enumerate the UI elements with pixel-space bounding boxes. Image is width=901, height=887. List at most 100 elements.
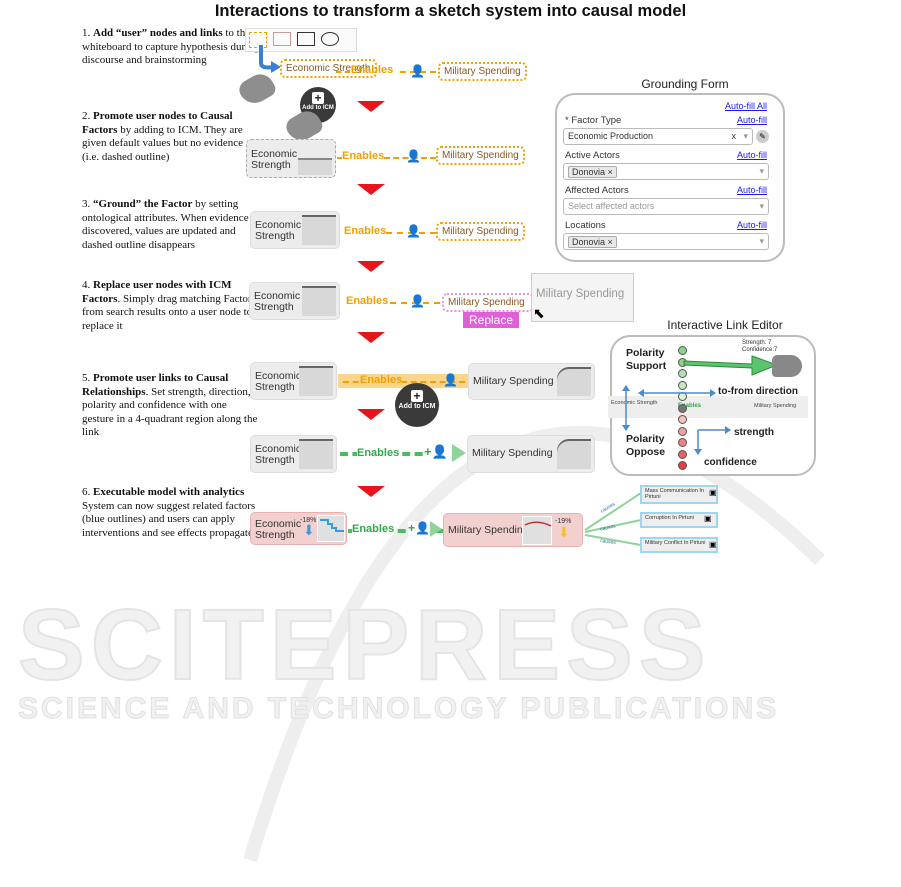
- person-icon: 👤: [406, 149, 421, 163]
- step-6: 6. Executable model with analytics Syste…: [82, 486, 256, 539]
- link-label: Enables: [357, 447, 400, 459]
- link-label: Enables: [351, 64, 394, 76]
- factor-node-economic[interactable]: Economic Strength: [250, 435, 337, 473]
- factor-node-economic-grounded[interactable]: Economic Strength: [250, 211, 340, 249]
- autofill-link[interactable]: Auto-fill: [736, 220, 767, 230]
- link-label: Enables: [342, 150, 385, 162]
- person-icon: 👤: [406, 224, 421, 238]
- add-ellipse-tool[interactable]: [321, 32, 339, 46]
- sparkline: [317, 515, 345, 542]
- factor-type-label: * Factor Type: [565, 115, 622, 126]
- user-node-military-drop-target[interactable]: Military Spending: [442, 293, 534, 312]
- polarity-dot[interactable]: [678, 449, 687, 459]
- link-editor-title: Interactive Link Editor: [667, 318, 783, 332]
- drag-cursor-icon: ⬉: [533, 305, 545, 321]
- polarity-dot[interactable]: [678, 346, 687, 355]
- polarity-dot[interactable]: [678, 369, 687, 378]
- trash-icon[interactable]: ▣: [704, 514, 712, 523]
- change-label: -19%: [555, 518, 572, 525]
- step-5: 5. Promote user links to Causal Relation…: [82, 372, 258, 439]
- plus-person-icon: +👤: [408, 521, 430, 535]
- suggested-links: [584, 492, 642, 546]
- add-to-icm-button[interactable]: +Add to ICM: [395, 383, 439, 427]
- hand-cursor-icon: [772, 355, 802, 377]
- sparkline: [522, 516, 552, 545]
- edit-pencil-icon[interactable]: ✎: [756, 130, 769, 143]
- down-arrow-icon: [357, 332, 385, 343]
- user-node-military[interactable]: Military Spending: [436, 146, 525, 165]
- autofill-link[interactable]: Auto-fill: [736, 115, 767, 125]
- add-node-tool[interactable]: [273, 32, 291, 46]
- replace-label: Replace: [463, 312, 520, 328]
- user-node-economic[interactable]: Economic Strength: [280, 59, 377, 78]
- polarity-dot[interactable]: [678, 403, 687, 413]
- add-user-node-tool[interactable]: [249, 32, 267, 48]
- affected-actors-select[interactable]: Select affected actors▾: [563, 198, 769, 215]
- down-arrow-icon: [357, 409, 385, 420]
- chip[interactable]: Donovia ×: [568, 236, 617, 248]
- factor-node-military[interactable]: Military Spending: [467, 435, 595, 473]
- drag-arrow-icon: [259, 45, 281, 73]
- polarity-dot[interactable]: [678, 438, 687, 447]
- polarity-dot[interactable]: [678, 426, 687, 436]
- factor-node-economic[interactable]: Economic Strength: [249, 282, 340, 320]
- step-2: 2. Promote user nodes to Causal Factors …: [82, 110, 243, 163]
- user-link: [390, 302, 440, 304]
- person-icon: 👤: [443, 373, 458, 387]
- user-node-military[interactable]: Military Spending: [438, 62, 527, 81]
- autofill-link[interactable]: Auto-fill: [736, 150, 767, 160]
- factor-node-military[interactable]: Military Spending: [468, 363, 595, 400]
- person-icon: 👤: [410, 294, 425, 308]
- user-link: [337, 157, 342, 159]
- factor-node-military-affected[interactable]: Military Spending -19% ⬇: [443, 513, 583, 547]
- user-link: [343, 381, 465, 383]
- polarity-dot[interactable]: [678, 461, 687, 470]
- polarity-dot[interactable]: [678, 415, 687, 424]
- locations-label: Locations: [565, 220, 606, 231]
- gesture-arrows: [622, 355, 779, 455]
- down-arrow-icon: [357, 184, 385, 195]
- person-icon: 👤: [410, 64, 425, 78]
- figure-title: Interactions to transform a sketch syste…: [214, 2, 687, 20]
- arrowhead-icon: [452, 444, 466, 462]
- factor-node-economic-intervention[interactable]: Economic Strength -18% ⬇: [250, 512, 347, 545]
- active-actors-select[interactable]: Donovia ×▾: [563, 163, 769, 180]
- arrowhead-icon: [430, 521, 442, 537]
- autofill-link[interactable]: Auto-fill: [736, 185, 767, 195]
- user-node-military[interactable]: Military Spending: [436, 222, 525, 241]
- watermark-line2: SCIENCE AND TECHNOLOGY PUBLICATIONS: [17, 692, 780, 726]
- grounding-form: Auto-fill All * Factor Type Auto-fill Ec…: [555, 93, 785, 262]
- trash-icon[interactable]: ▣: [709, 488, 717, 497]
- step-1: 1. Add “user” nodes and links to the whi…: [82, 27, 260, 67]
- factor-node-economic-default[interactable]: Economic Strength: [246, 139, 336, 178]
- link-label: Enables: [344, 225, 387, 237]
- down-arrow-icon: ⬇: [558, 524, 570, 540]
- locations-select[interactable]: Donovia ×▾: [563, 233, 769, 250]
- user-link: [384, 157, 436, 159]
- factor-node-economic[interactable]: Economic Strength: [250, 362, 337, 400]
- search-result-military-spending[interactable]: Military Spending: [531, 273, 634, 322]
- add-box-tool[interactable]: [297, 32, 315, 46]
- user-link: [400, 71, 436, 73]
- active-actors-label: Active Actors: [565, 150, 620, 161]
- chip[interactable]: Donovia ×: [568, 166, 617, 178]
- confidence-label: confidence: [704, 457, 757, 468]
- step-3: 3. “Ground” the Factor by setting ontolo…: [82, 198, 259, 251]
- suggested-factor[interactable]: Corruption In Pirtuni: [640, 512, 718, 528]
- user-link: [386, 232, 436, 234]
- causal-link[interactable]: [340, 452, 460, 456]
- down-arrow-icon: ⬇: [303, 522, 315, 538]
- down-arrow-icon: [357, 101, 385, 112]
- autofill-all-link[interactable]: Auto-fill All: [724, 101, 767, 111]
- suggested-factor[interactable]: Military Conflict In Pirtuni: [640, 537, 718, 553]
- change-label: -18%: [300, 517, 317, 524]
- suggested-factor[interactable]: Mass Communication In Pirtuni: [640, 485, 718, 504]
- causal-link[interactable]: [348, 529, 443, 533]
- polarity-dot[interactable]: [678, 380, 687, 390]
- sketch-toolbar: [245, 28, 357, 52]
- trash-icon[interactable]: ▣: [709, 540, 717, 549]
